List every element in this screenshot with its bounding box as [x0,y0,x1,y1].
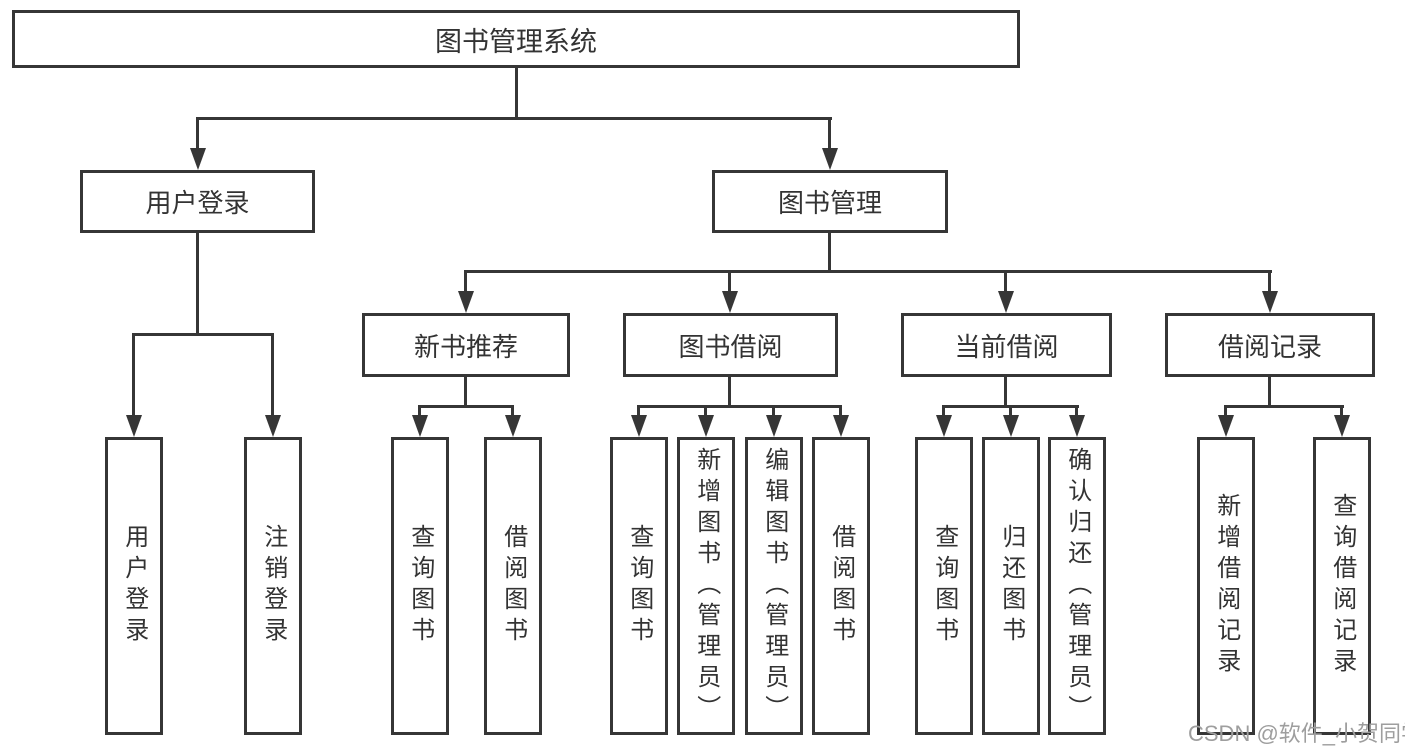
node-user-login: 用户登录 [80,170,315,233]
leaf-query-books-recommend-label: 查询图书 [406,524,434,648]
node-new-book-recommend-label: 新书推荐 [413,331,518,362]
leaf-confirm-return-admin-label: 确认归还（管理员） [1063,446,1091,726]
node-root: 图书管理系统 [12,10,1020,68]
v-line [464,270,467,293]
h-line [637,405,842,408]
v-line [1224,405,1227,417]
v-line [637,405,640,417]
v-line [772,405,775,417]
v-line [728,377,731,408]
arrow-down-icon [722,291,738,313]
leaf-return-books: 归还图书 [982,437,1040,735]
leaf-edit-books-admin-label: 编辑图书（管理员） [760,446,788,726]
arrow-down-icon [190,148,206,170]
leaf-confirm-return-admin: 确认归还（管理员） [1048,437,1106,735]
node-borrowing-records-label: 借阅记录 [1217,331,1322,362]
arrow-down-icon [458,291,474,313]
v-line [1075,405,1078,417]
leaf-query-books-current-label: 查询图书 [930,524,958,648]
v-line [728,270,731,293]
node-book-management-label: 图书管理 [777,188,882,218]
leaf-query-books-current: 查询图书 [915,437,973,735]
v-line [271,333,274,417]
v-line [828,117,831,150]
node-borrowing-records: 借阅记录 [1165,313,1375,377]
leaf-add-borrow-record-label: 新增借阅记录 [1212,493,1240,679]
h-line [418,405,514,408]
v-line [511,405,514,417]
leaf-add-borrow-record: 新增借阅记录 [1197,437,1255,735]
leaf-borrow-books-recommend-label: 借阅图书 [499,524,527,648]
v-line [515,68,518,120]
v-line [1268,270,1271,293]
v-line [1268,377,1271,408]
leaf-query-books-recommend: 查询图书 [391,437,449,735]
v-line [464,377,467,408]
node-new-book-recommend: 新书推荐 [362,313,570,377]
leaf-user-login-label: 用户登录 [120,524,148,648]
leaf-return-books-label: 归还图书 [997,524,1025,648]
v-line [1009,405,1012,417]
node-book-management: 图书管理 [712,170,948,233]
leaf-logout: 注销登录 [244,437,302,735]
v-line [418,405,421,417]
leaf-edit-books-admin: 编辑图书（管理员） [745,437,803,735]
arrow-down-icon [126,415,142,437]
v-line [942,405,945,417]
arrow-down-icon [265,415,281,437]
arrow-down-icon [1262,291,1278,313]
leaf-query-borrow-record: 查询借阅记录 [1313,437,1371,735]
v-line [196,117,199,150]
leaf-user-login: 用户登录 [105,437,163,735]
node-book-borrowing: 图书借阅 [623,313,838,377]
h-line [132,333,274,336]
arrow-down-icon [412,415,428,437]
leaf-borrow-books: 借阅图书 [812,437,870,735]
v-line [839,405,842,417]
arrow-down-icon [1069,415,1085,437]
csdn-watermark: CSDN @软件_小贺同学 [1188,721,1405,746]
leaf-add-books-admin-label: 新增图书（管理员） [692,446,720,726]
v-line [828,233,831,273]
v-line [1340,405,1343,417]
leaf-logout-label: 注销登录 [259,524,287,648]
v-line [132,333,135,417]
node-root-label: 图书管理系统 [435,26,597,57]
arrow-down-icon [936,415,952,437]
leaf-query-borrow-record-label: 查询借阅记录 [1328,493,1356,679]
arrow-down-icon [766,415,782,437]
v-line [196,233,199,336]
arrow-down-icon [1218,415,1234,437]
arrow-down-icon [631,415,647,437]
arrow-down-icon [822,148,838,170]
h-line [464,270,1272,273]
v-line [1004,270,1007,293]
h-line [1224,405,1344,408]
v-line [704,405,707,417]
arrow-down-icon [1334,415,1350,437]
node-book-borrowing-label: 图书借阅 [678,331,783,362]
leaf-query-books-borrowing-label: 查询图书 [625,524,653,648]
leaf-query-books-borrowing: 查询图书 [610,437,668,735]
v-line [1004,377,1007,408]
arrow-down-icon [1003,415,1019,437]
arrow-down-icon [998,291,1014,313]
arrow-down-icon [833,415,849,437]
node-current-borrowing: 当前借阅 [901,313,1112,377]
arrow-down-icon [505,415,521,437]
arrow-down-icon [698,415,714,437]
leaf-borrow-books-label: 借阅图书 [827,524,855,648]
h-line [196,117,832,120]
node-current-borrowing-label: 当前借阅 [954,331,1059,362]
leaf-add-books-admin: 新增图书（管理员） [677,437,735,735]
leaf-borrow-books-recommend: 借阅图书 [484,437,542,735]
node-user-login-label: 用户登录 [145,188,250,218]
